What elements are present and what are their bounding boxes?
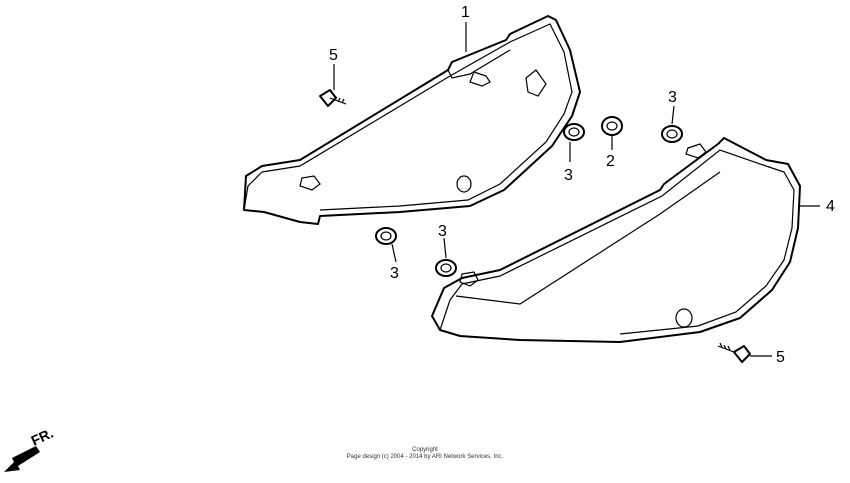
grommet-b[interactable]	[661, 125, 683, 143]
callout-5-upper: 5	[329, 47, 338, 64]
copyright-line-1: Copyright	[412, 447, 438, 453]
callout-1: 1	[461, 4, 470, 21]
callout-2: 2	[606, 153, 615, 170]
grommet-a[interactable]	[563, 123, 585, 141]
callout-3-a: 3	[564, 167, 573, 184]
copyright-line-2: Page design (c) 2004 - 2014 by ARI Netwo…	[346, 454, 504, 460]
grommet-d[interactable]	[435, 259, 457, 277]
grommet-c[interactable]	[375, 227, 397, 245]
front-label: FR.	[29, 425, 56, 449]
collar[interactable]	[601, 116, 623, 136]
callout-3-c: 3	[390, 265, 399, 282]
leader-3b	[671, 105, 675, 125]
side-cover-left[interactable]	[243, 15, 581, 225]
leader-3d	[443, 237, 447, 259]
callout-5-lower: 5	[776, 349, 785, 366]
leader-3c	[391, 243, 397, 263]
screw-upper[interactable]	[319, 89, 347, 107]
arrow-left-down-icon	[4, 446, 40, 472]
callout-4: 4	[826, 198, 835, 215]
callout-3-d: 3	[438, 223, 447, 240]
callout-3-b: 3	[668, 89, 677, 106]
screw-lower[interactable]	[717, 342, 751, 363]
side-cover-right[interactable]	[431, 137, 801, 343]
